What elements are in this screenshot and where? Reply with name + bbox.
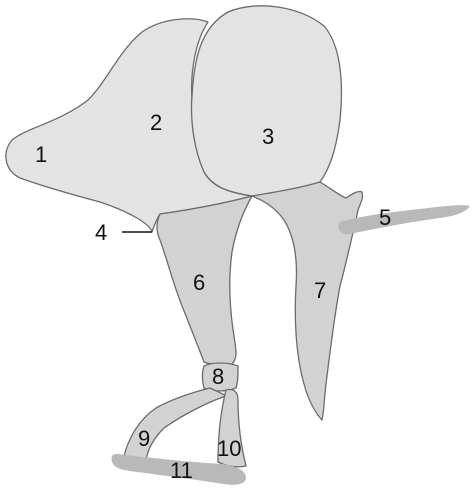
region-3 bbox=[192, 6, 342, 196]
label-1: 1 bbox=[35, 142, 47, 167]
region-7 bbox=[252, 182, 363, 420]
label-8: 8 bbox=[212, 364, 224, 389]
label-2: 2 bbox=[150, 110, 162, 135]
label-7: 7 bbox=[314, 278, 326, 303]
label-4: 4 bbox=[95, 220, 107, 245]
label-9: 9 bbox=[138, 426, 150, 451]
label-10: 10 bbox=[217, 436, 241, 461]
label-3: 3 bbox=[262, 124, 274, 149]
label-5: 5 bbox=[379, 205, 391, 230]
label-6: 6 bbox=[193, 270, 205, 295]
label-11: 11 bbox=[170, 458, 193, 483]
